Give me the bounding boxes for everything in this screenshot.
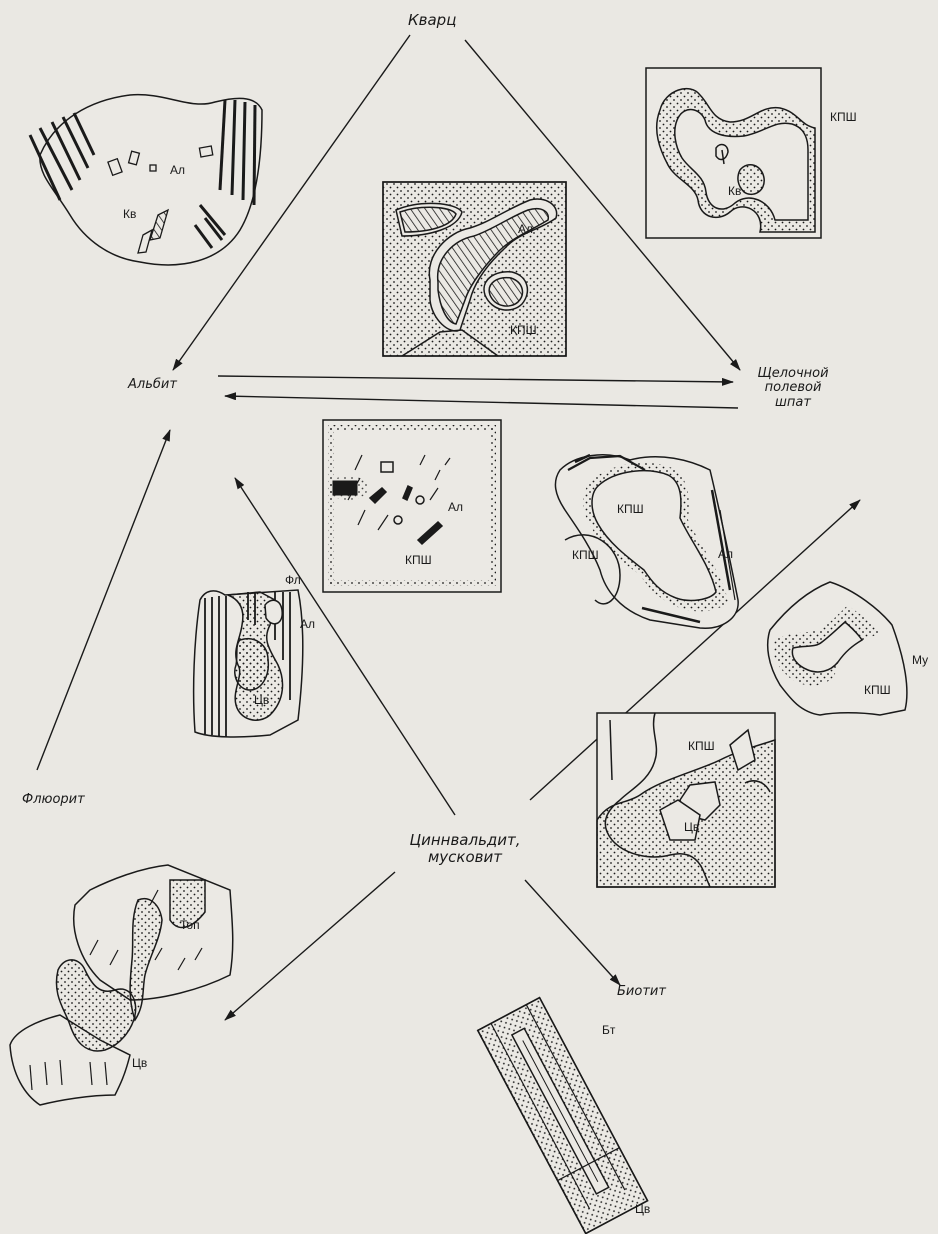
label-al-sketch5: Ал <box>718 547 733 561</box>
node-zinn-line1: Циннвальдит, <box>405 832 525 849</box>
label-kpsh-sketch5-core: КПШ <box>617 502 644 516</box>
node-kfs-line1: Щелочной <box>748 367 838 381</box>
label-kv-sketch1: Кв <box>123 207 136 221</box>
node-albite: Альбит <box>128 378 177 392</box>
label-kpsh-sketch3: КПШ <box>830 110 857 124</box>
node-alkali-feldspar: Щелочной полевой шпат <box>748 367 838 410</box>
sketch-kfs-replacing-albite <box>383 182 566 356</box>
node-zinnwaldite-muscovite: Циннвальдит, мусковит <box>405 832 525 865</box>
label-kv-sketch3: Кв <box>728 184 741 198</box>
label-al-sketch1: Ал <box>170 163 185 177</box>
label-al-sketch2: Ал <box>518 222 533 236</box>
label-tsv-sketch8: Цв <box>684 820 699 834</box>
node-biotite: Биотит <box>617 985 666 999</box>
label-top-sketch9: Топ <box>180 918 200 932</box>
sketch-biotite-zinnwaldite <box>478 998 648 1234</box>
node-zinn-line2: мусковит <box>405 849 525 866</box>
sketch-kfs-quartz-intergrowth <box>646 68 821 238</box>
label-kpsh-sketch8: КПШ <box>688 739 715 753</box>
label-fl-sketch7: Фл <box>285 573 301 587</box>
node-kfs-line2: полевой <box>748 381 838 395</box>
node-kfs-line3: шпат <box>748 396 838 410</box>
label-kpsh-sketch2: КПШ <box>510 323 537 337</box>
label-al-sketch4: Ал <box>448 500 463 514</box>
label-tsv-sketch7: Цв <box>254 693 269 707</box>
arrow-zinn-to-biotite <box>525 880 620 985</box>
label-bt-sketch10: Бт <box>602 1023 615 1037</box>
label-kpsh-sketch5-side: КПШ <box>572 548 599 562</box>
label-kpsh-sketch4: КПШ <box>405 553 432 567</box>
sketch-albite-rim-on-kfs <box>555 455 738 628</box>
arrow-fluorite-to-albite <box>37 430 170 770</box>
sketch-topaz-zinnwaldite <box>10 865 233 1105</box>
arrow-kfs-to-albite <box>225 396 738 408</box>
label-kpsh-sketch6: КПШ <box>864 683 891 697</box>
sketch-quartz-albite <box>30 95 262 265</box>
label-al-sketch7: Ал <box>300 617 315 631</box>
label-tsv-sketch9: Цв <box>132 1056 147 1070</box>
arrow-zinn-to-topaz <box>225 872 395 1020</box>
node-fluorite: Флюорит <box>22 793 85 807</box>
label-tsv-sketch10: Цв <box>635 1202 650 1216</box>
node-quartz: Кварц <box>408 12 456 29</box>
arrow-albite-to-kfs <box>218 376 733 382</box>
label-mu-sketch6: Му <box>912 653 928 667</box>
sketch-kfs-zinnwaldite-square <box>597 713 775 887</box>
sketch-fluorite-albite-zinnwaldite <box>194 590 303 737</box>
